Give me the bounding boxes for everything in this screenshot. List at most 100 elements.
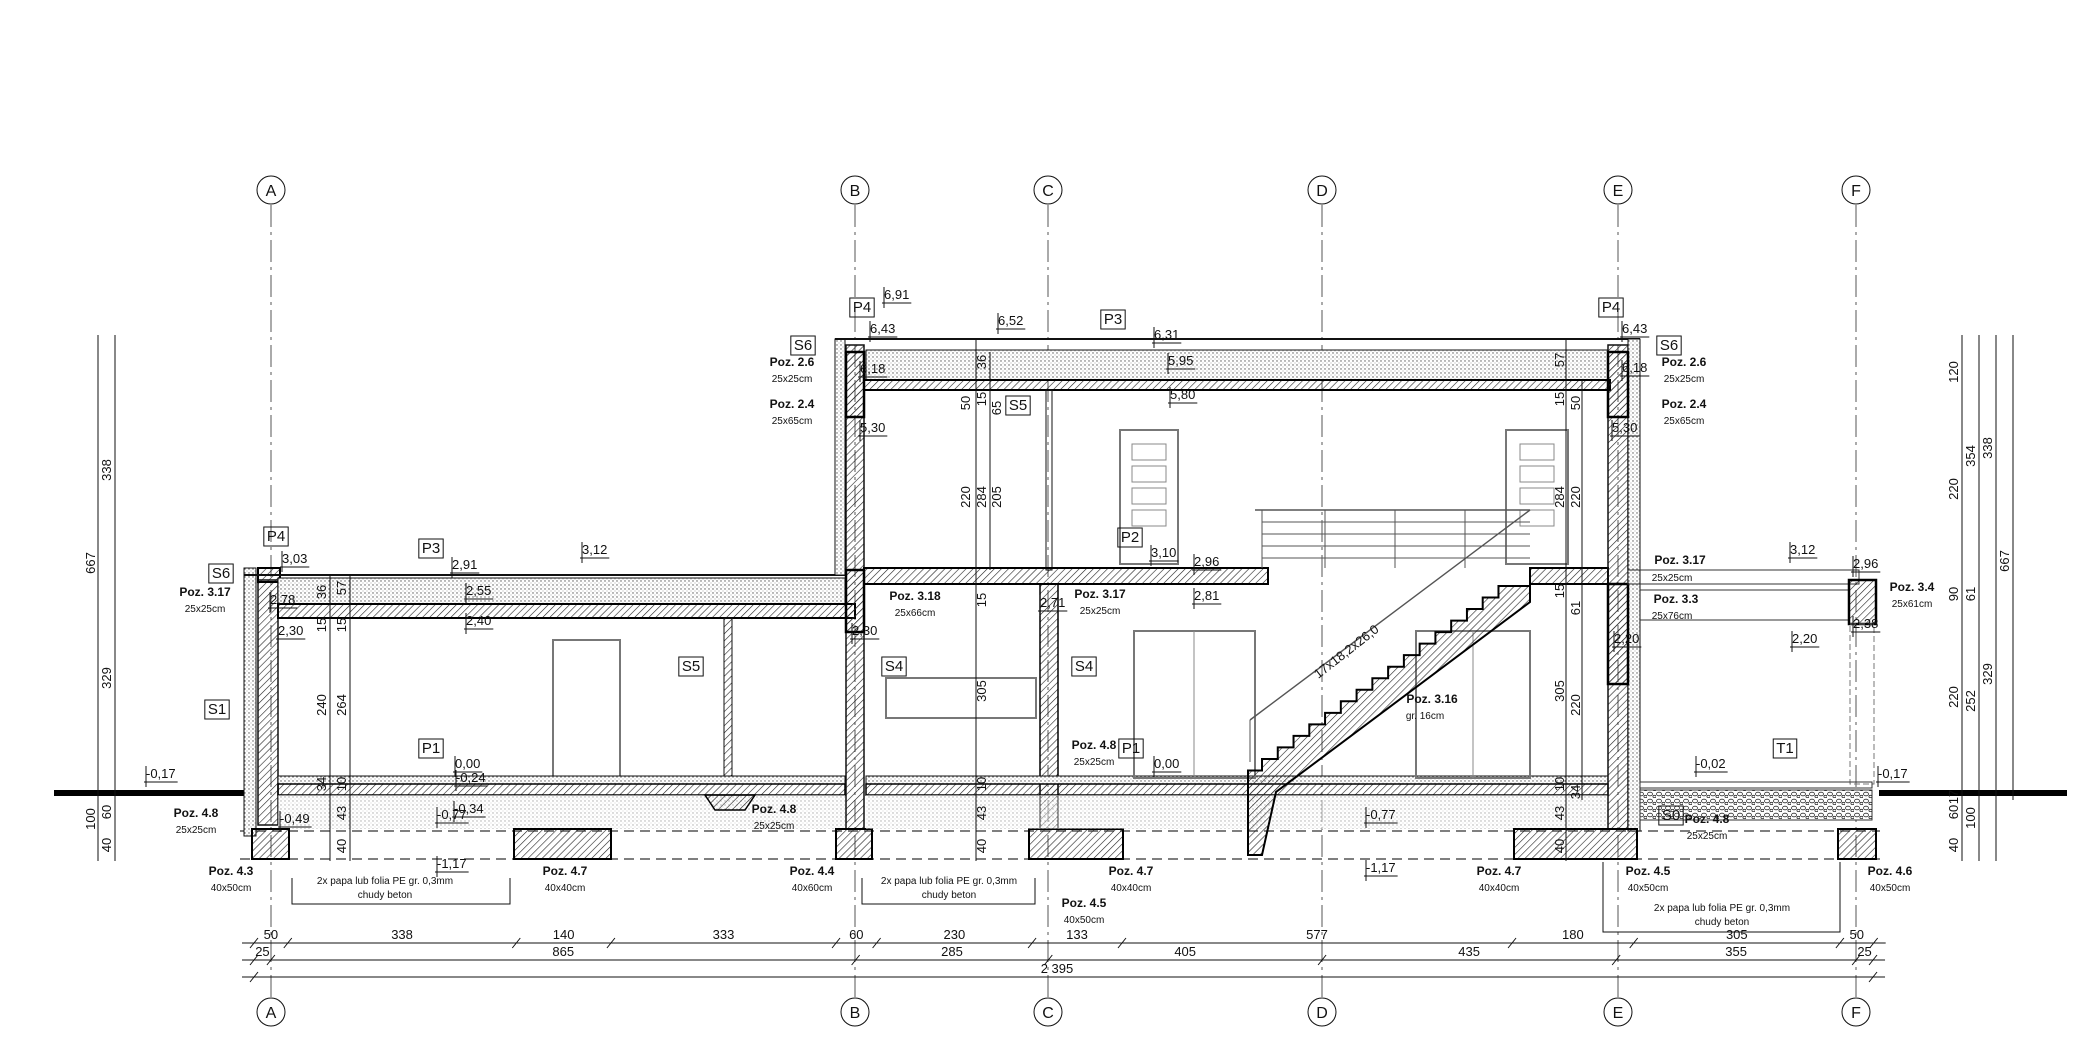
position-name: Poz. 3.16 bbox=[1406, 692, 1458, 706]
window-ground-bc bbox=[885, 677, 1037, 719]
tag-box bbox=[1100, 309, 1126, 330]
tag-box bbox=[1772, 738, 1798, 759]
position-size: 40x50cm bbox=[1628, 883, 1669, 894]
elevation-mark: 3,10 bbox=[1151, 545, 1176, 560]
position-size: 25x25cm bbox=[176, 825, 217, 836]
column-s5-high bbox=[1045, 389, 1053, 571]
dim-text: 305 bbox=[1726, 927, 1748, 942]
position-size: 40x40cm bbox=[1479, 883, 1520, 894]
dim-text: 15 bbox=[334, 618, 349, 632]
tag-box bbox=[849, 297, 875, 318]
dim-tick bbox=[1117, 937, 1127, 949]
tag-box bbox=[418, 538, 444, 559]
dim-text: 15 bbox=[314, 618, 329, 632]
position-name: Poz. 3.17 bbox=[1074, 587, 1126, 601]
elevation-mark: 2,55 bbox=[466, 583, 491, 598]
dim-text: 10 bbox=[334, 777, 349, 791]
elevation-mark: -0,17 bbox=[146, 766, 176, 781]
vertical-dimension-texts: 338 667 329 100 60 40 36 57 15 15 240 26… bbox=[83, 353, 2012, 853]
position-size: gr. 16cm bbox=[1406, 711, 1444, 722]
footing-c bbox=[1028, 828, 1124, 860]
axis-label: F bbox=[1851, 183, 1861, 200]
position-name: Poz. 4.6 bbox=[1868, 864, 1913, 878]
dim-text: 240 bbox=[314, 694, 329, 716]
tag-s4: S4 bbox=[885, 658, 903, 675]
position-name: Poz. 2.6 bbox=[770, 355, 815, 369]
dim-text: 60 bbox=[99, 805, 114, 819]
elevation-mark: 2,71 bbox=[1040, 595, 1065, 610]
dim-text: 120 bbox=[1946, 361, 1961, 383]
position-name: Poz. 4.5 bbox=[1062, 896, 1107, 910]
roof-insulation-low bbox=[277, 577, 846, 605]
position-size: 25x25cm bbox=[1652, 573, 1693, 584]
tag-p2: P2 bbox=[1121, 529, 1139, 546]
axis-label: A bbox=[266, 1005, 277, 1022]
dim-text: 40 bbox=[1946, 838, 1961, 852]
membrane-note: 2x papa lub folia PE gr. 0,3mm bbox=[317, 876, 453, 887]
door-ground-2 bbox=[1133, 630, 1256, 779]
dim-text: 284 bbox=[974, 486, 989, 508]
dim-tick bbox=[1869, 937, 1879, 949]
tag-box bbox=[790, 335, 816, 356]
position-labels: Poz. 3.17 25x25cm Poz. 4.8 25x25cm Poz. 4.… bbox=[174, 355, 1935, 926]
dim-tick bbox=[1027, 937, 1037, 949]
axis-label: B bbox=[850, 1005, 861, 1022]
tag-s1: S1 bbox=[208, 701, 226, 718]
tag-s5: S5 bbox=[682, 658, 700, 675]
position-name: Poz. 4.5 bbox=[1626, 864, 1671, 878]
gallery-railing bbox=[1249, 509, 1531, 762]
dim-text: 338 bbox=[99, 459, 114, 481]
stair-landing bbox=[1529, 567, 1609, 585]
position-name: Poz. 4.8 bbox=[174, 806, 219, 820]
dim-text: 329 bbox=[99, 667, 114, 689]
elevation-mark: 6,52 bbox=[998, 313, 1023, 328]
dim-text: 43 bbox=[334, 806, 349, 820]
tag-box bbox=[1656, 335, 1682, 356]
axis-bubble-c-top: C bbox=[1033, 175, 1063, 205]
elevation-mark: -0,34 bbox=[454, 801, 484, 816]
position-size: 25x66cm bbox=[895, 608, 936, 619]
axis-label: B bbox=[850, 183, 861, 200]
elevation-mark: -0,77 bbox=[437, 807, 467, 822]
dim-tick bbox=[283, 937, 293, 949]
lean-concrete-note: chudy beton bbox=[358, 890, 413, 901]
elevation-mark: 6,18 bbox=[860, 361, 885, 376]
dim-text: 25 bbox=[1857, 944, 1871, 959]
elevation-mark: 6,43 bbox=[870, 321, 895, 336]
subgrade-mid bbox=[866, 795, 1608, 829]
dim-text: 435 bbox=[1458, 944, 1480, 959]
position-name: Poz. 4.3 bbox=[209, 864, 254, 878]
axis-bubble-a-bottom: A bbox=[256, 997, 286, 1027]
membrane-note: 2x papa lub folia PE gr. 0,3mm bbox=[1654, 903, 1790, 914]
dim-tick bbox=[831, 937, 841, 949]
axis-label: C bbox=[1042, 1005, 1054, 1022]
position-size: 25x25cm bbox=[1687, 831, 1728, 842]
roof-slab-low bbox=[277, 603, 856, 619]
dim-text: 50 bbox=[264, 927, 278, 942]
dim-tick bbox=[872, 937, 881, 949]
position-size: 40x50cm bbox=[1870, 883, 1911, 894]
terrace-post bbox=[1849, 623, 1875, 785]
dim-text: 264 bbox=[334, 694, 349, 716]
position-name: Poz. 3.3 bbox=[1654, 592, 1699, 606]
column-s5-low bbox=[723, 617, 733, 777]
dim-text: 305 bbox=[974, 680, 989, 702]
dim-text: 667 bbox=[83, 552, 98, 574]
axis-bubble-b-top: B bbox=[840, 175, 870, 205]
lean-concrete-note: chudy beton bbox=[922, 890, 977, 901]
tag-s4: S4 bbox=[1075, 658, 1093, 675]
stair-note: 17x18,2x26,0 bbox=[1311, 622, 1382, 682]
tag-box bbox=[1598, 297, 1624, 318]
dim-tick bbox=[1835, 937, 1845, 949]
position-size: 25x76cm bbox=[1652, 611, 1693, 622]
door-upper-1 bbox=[1119, 429, 1179, 565]
tag-s6: S6 bbox=[212, 565, 230, 582]
dim-text: 338 bbox=[391, 927, 413, 942]
dim-text: 305 bbox=[1552, 680, 1567, 702]
dim-text: 60 bbox=[1946, 805, 1961, 819]
vertical-dimension-lines bbox=[97, 335, 2014, 861]
dim-text: 333 bbox=[713, 927, 735, 942]
elevation-mark: 6,91 bbox=[884, 287, 909, 302]
dim-text: 133 bbox=[1066, 927, 1088, 942]
elevation-mark: 5,80 bbox=[1170, 387, 1195, 402]
